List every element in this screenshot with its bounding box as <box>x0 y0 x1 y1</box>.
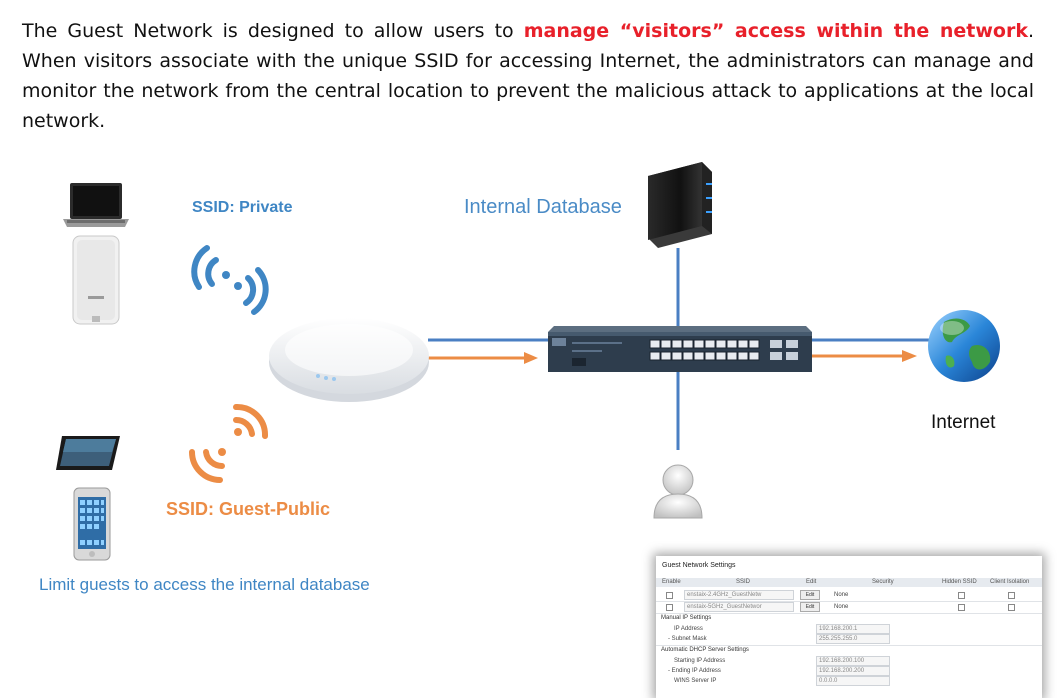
internal-database-label: Internal Database <box>464 196 622 218</box>
access-point-icon <box>72 235 120 325</box>
starting-ip-label: Starting IP Address <box>674 658 726 664</box>
enable-checkbox[interactable] <box>666 592 673 599</box>
manual-ip-section-title: Manual IP Settings <box>661 615 712 621</box>
row-divider <box>656 601 1042 602</box>
internet-label: Internet <box>931 412 996 433</box>
tablet-icon <box>56 436 120 470</box>
ending-ip-label: - Ending IP Address <box>668 668 721 674</box>
connection-lines <box>428 248 930 450</box>
subnet-mask-field[interactable]: 255.255.255.0 <box>816 634 890 644</box>
limit-guests-note: Limit guests to access the internal data… <box>39 575 370 594</box>
starting-ip-field[interactable]: 192.168.200.100 <box>816 656 890 666</box>
wins-server-field[interactable]: 0.0.0.0 <box>816 676 890 686</box>
ssid-private-label: SSID: Private <box>192 199 293 216</box>
switch-icon <box>548 326 812 372</box>
intro-text-start: The Guest Network is designed to allow u… <box>22 20 524 42</box>
smartphone-icon <box>73 487 111 561</box>
security-value: None <box>834 592 849 598</box>
row-divider <box>656 645 1042 646</box>
laptop-icon <box>63 183 129 227</box>
intro-paragraph: The Guest Network is designed to allow u… <box>22 16 1034 136</box>
hidden-ssid-checkbox[interactable] <box>958 592 965 599</box>
col-ssid-header: SSID <box>736 579 751 585</box>
col-hidden-ssid-header: Hidden SSID <box>942 579 977 585</box>
guest-traffic-arrows <box>428 350 917 364</box>
user-icon <box>653 464 703 519</box>
server-icon <box>648 162 712 248</box>
ceiling-ap-icon <box>269 318 429 402</box>
panel-header-row <box>656 578 1042 587</box>
row-divider <box>656 613 1042 614</box>
panel-title: Guest Network Settings <box>662 562 736 569</box>
enable-checkbox[interactable] <box>666 604 673 611</box>
col-enable-header: Enable <box>662 579 681 585</box>
ending-ip-field[interactable]: 192.168.200.200 <box>816 666 890 676</box>
wins-server-label: WINS Server IP <box>674 678 717 684</box>
ip-address-label: IP Address <box>674 626 703 632</box>
ssid-guest-label: SSID: Guest-Public <box>166 499 331 519</box>
intro-text-end: . When visitors associate with the uniqu… <box>22 20 1035 132</box>
intro-highlight: manage “visitors” access within the netw… <box>523 20 1028 42</box>
globe-icon <box>928 310 1000 382</box>
col-edit-header: Edit <box>806 579 817 585</box>
edit-button[interactable]: Edit <box>800 602 820 612</box>
wifi-private-icon <box>191 245 269 315</box>
ssid-field[interactable]: enstaix-2.4GHz_GuestNetw <box>684 590 794 600</box>
client-isolation-checkbox[interactable] <box>1008 592 1015 599</box>
guest-network-settings-panel: Guest Network Settings Enable SSID Edit … <box>656 556 1042 698</box>
ssid-field[interactable]: enstaix-5GHz_GuestNetwor <box>684 602 794 612</box>
subnet-mask-label: - Subnet Mask <box>668 636 707 642</box>
dhcp-section-title: Automatic DHCP Server Settings <box>661 647 749 653</box>
wifi-guest-icon <box>189 404 268 483</box>
hidden-ssid-checkbox[interactable] <box>958 604 965 611</box>
ip-address-field[interactable]: 192.168.200.1 <box>816 624 890 634</box>
col-client-isolation-header: Client Isolation <box>990 579 1030 585</box>
col-security-header: Security <box>872 579 894 585</box>
security-value: None <box>834 604 849 610</box>
edit-button[interactable]: Edit <box>800 590 820 600</box>
client-isolation-checkbox[interactable] <box>1008 604 1015 611</box>
